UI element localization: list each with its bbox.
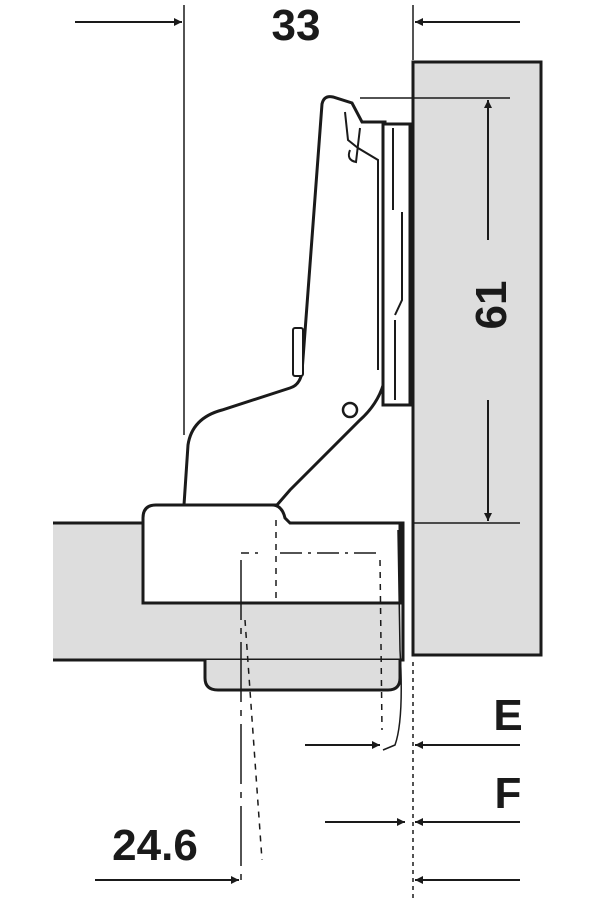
mounting-plate [381, 122, 412, 407]
mounting-plate-detail [392, 128, 403, 400]
hinge-arm [182, 95, 387, 507]
arm-tab [292, 327, 304, 377]
hinge-arm-slot [347, 127, 361, 164]
extension-lines [183, 5, 520, 524]
dim-label-f: F [495, 769, 522, 818]
door-swing-path [382, 529, 402, 751]
dimension-arrows [75, 18, 520, 884]
dim-label-61: 61 [467, 281, 516, 330]
hinge-cup-housing [203, 660, 402, 692]
hinge-cup [141, 503, 402, 605]
pivot-hole [341, 401, 359, 419]
cabinet-side-panel [411, 60, 543, 657]
dim-label-e: E [493, 691, 522, 740]
hidden-lines [240, 520, 414, 900]
dim-label-33: 33 [272, 1, 321, 50]
dim-label-24-6: 24.6 [112, 821, 198, 870]
